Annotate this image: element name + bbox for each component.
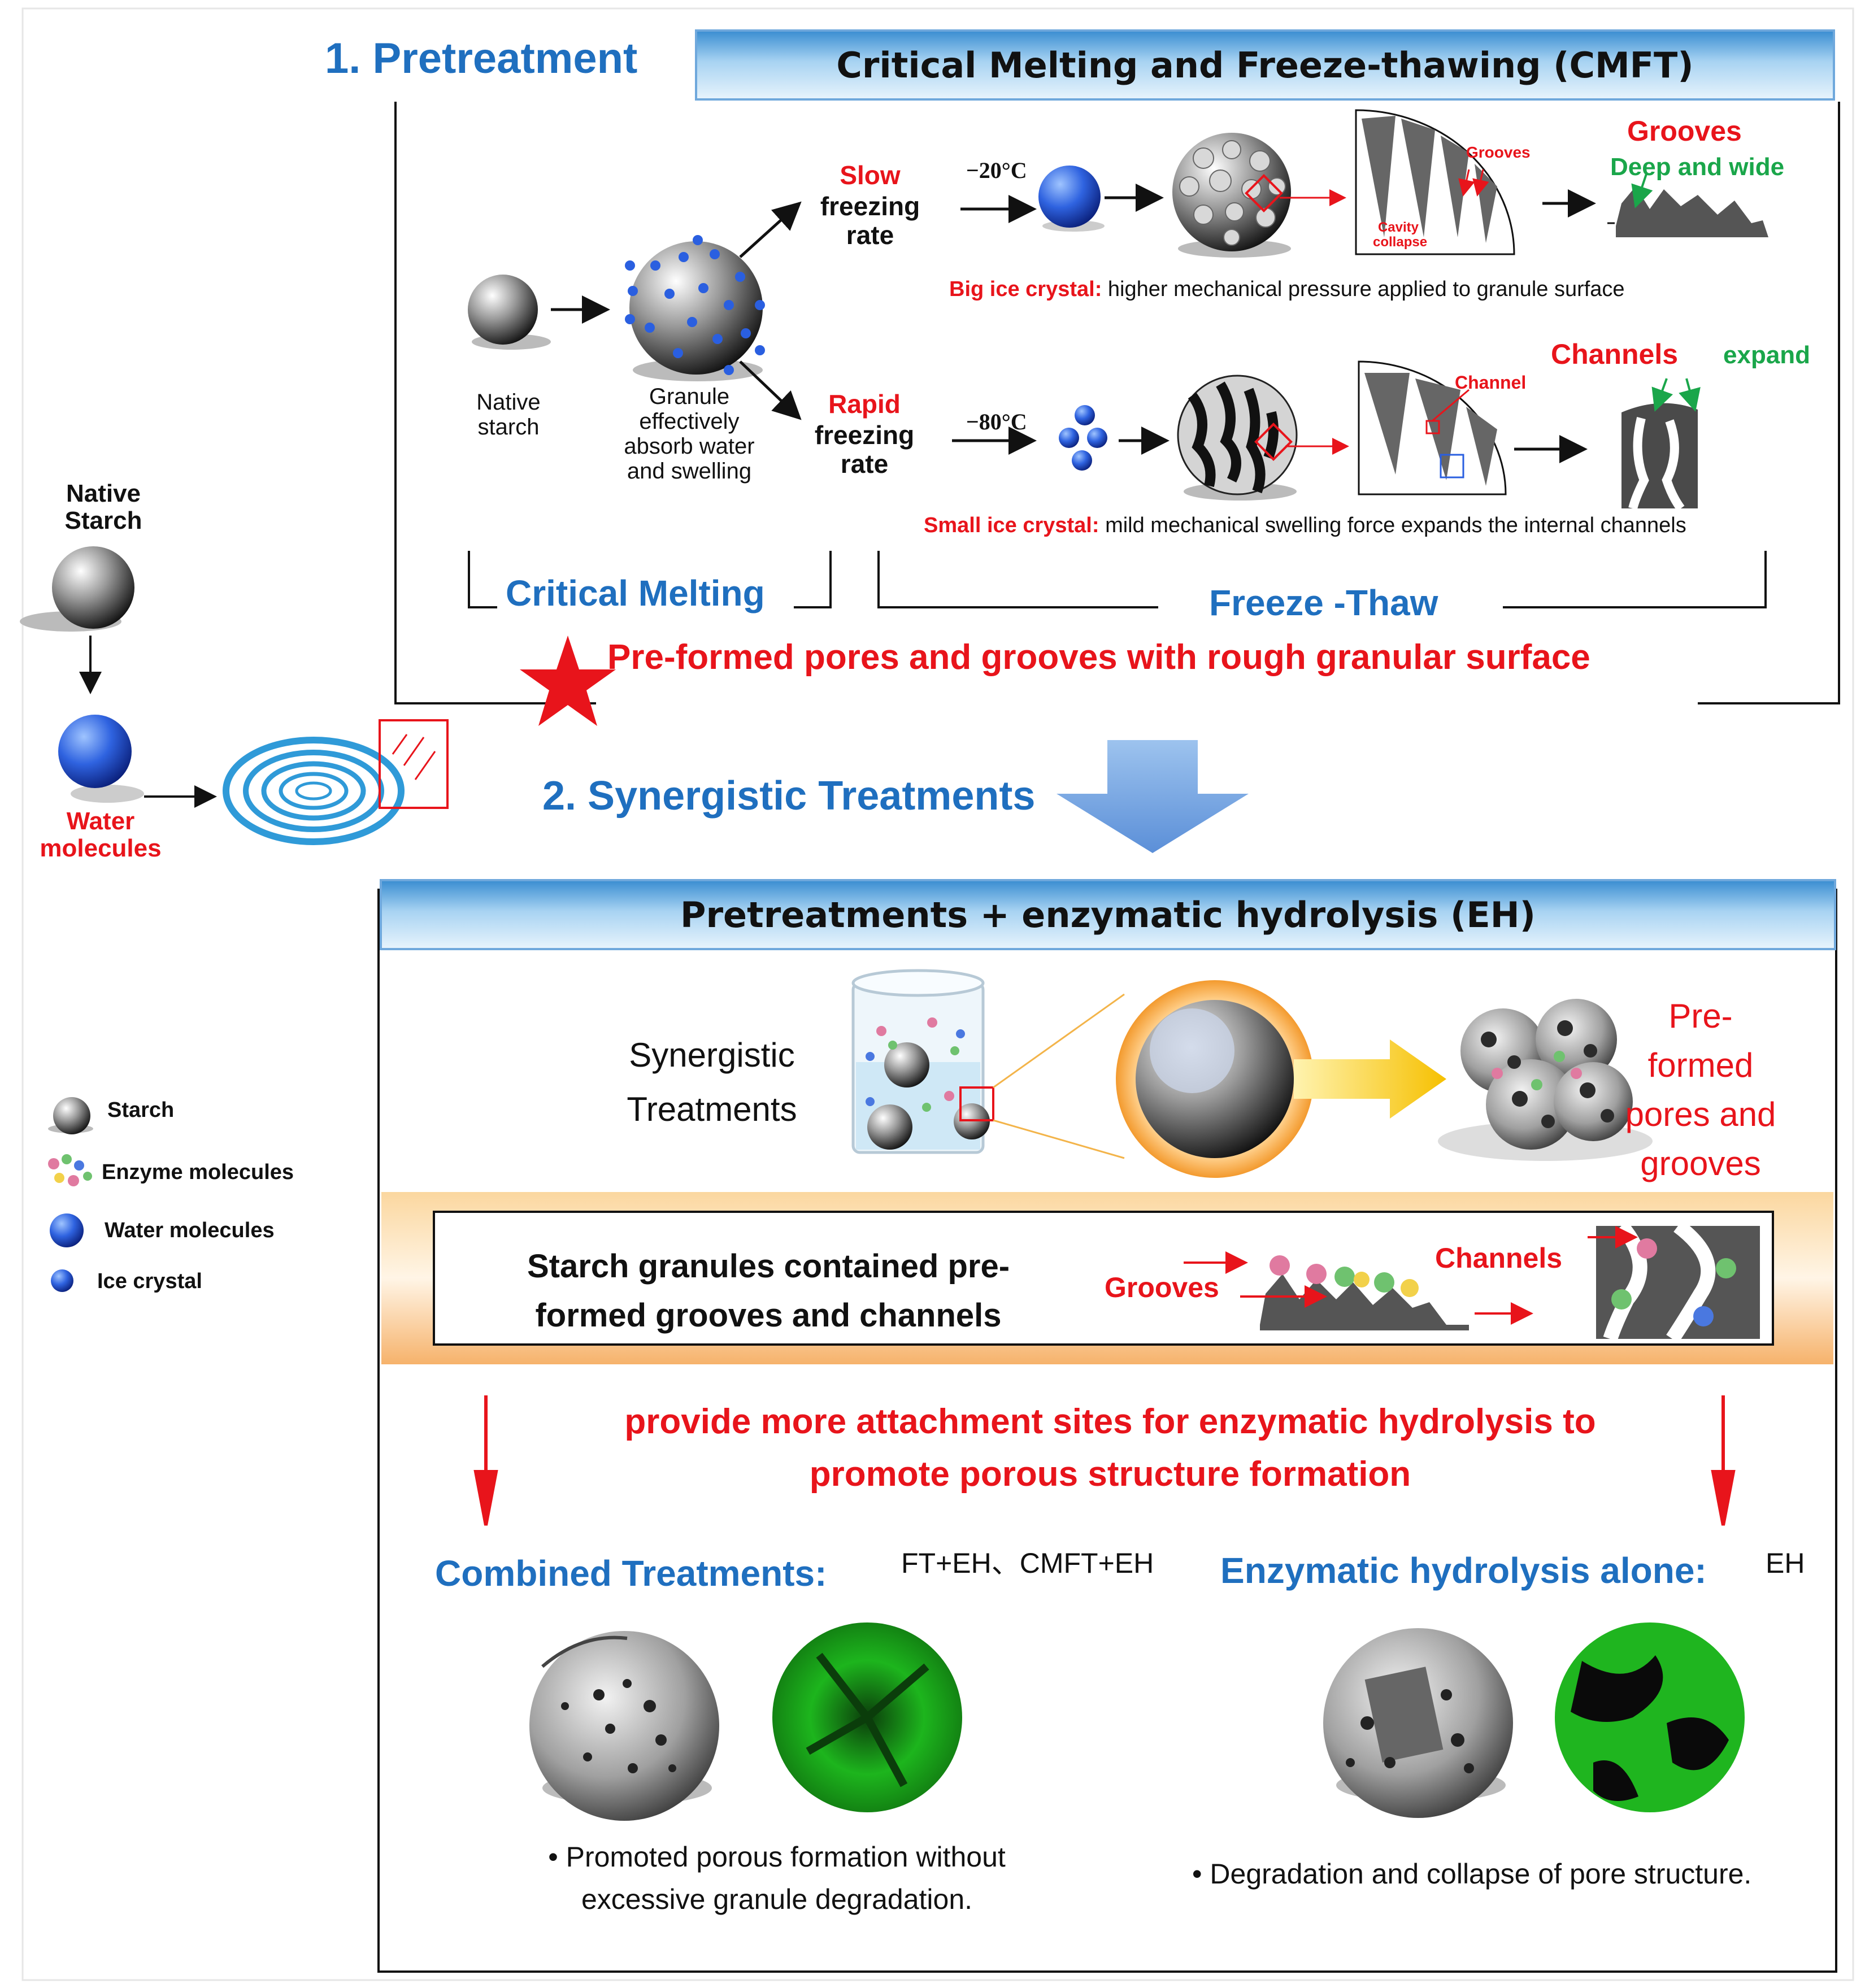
small-ice-caption: Small ice crystal: mild mechanical swell… [924, 514, 1686, 538]
eh-alone-note-text: Degradation and collapse of pore structu… [1210, 1858, 1752, 1890]
legend-water-label: Water molecules [105, 1219, 275, 1242]
sem-image-combined [529, 1631, 719, 1821]
preformed-pores-statement: Pre-formed pores and grooves with rough … [607, 638, 1590, 677]
big-ice-text: higher mechanical pressure applied to gr… [1107, 277, 1625, 301]
temp-rapid: −80°C [966, 409, 1027, 434]
combined-note-text: Promoted porous formation without excess… [566, 1841, 1006, 1915]
combined-note: • Promoted porous formation without exce… [548, 1841, 1006, 1915]
critical-melting-label: Critical Melting [506, 573, 765, 614]
ripple-rings [223, 737, 405, 845]
preformed-pores-label: Pre-formed pores and grooves [1625, 997, 1776, 1182]
rapid-freezing-rate: freezing rate [814, 420, 915, 478]
channel-small-label: Channel [1455, 372, 1527, 393]
legend-ice-label: Ice crystal [97, 1269, 202, 1293]
temp-slow: −20°C [966, 158, 1027, 183]
clsm-image-combined [772, 1622, 962, 1812]
legend-enzyme-icon [48, 1154, 92, 1186]
channeled-granule [1177, 375, 1298, 501]
clsm-image-eh [1555, 1622, 1745, 1812]
combined-treatments-title: Combined Treatments: [435, 1553, 827, 1594]
band-channels-label: Channels [1435, 1242, 1563, 1274]
eh-alone-note: • Degradation and collapse of pore struc… [1192, 1858, 1752, 1890]
eh-alone-title: Enzymatic hydrolysis alone: [1220, 1550, 1707, 1591]
synergistic-treatments-label: Synergistic Treatments [627, 1036, 797, 1128]
band-statement: Starch granules contained pre-formed gro… [527, 1248, 1010, 1334]
deep-and-wide: Deep and wide [1610, 153, 1785, 181]
freeze-thaw-label: Freeze -Thaw [1209, 582, 1438, 623]
porous-granule-cluster [1438, 999, 1653, 1161]
swollen-granule [625, 235, 765, 381]
pitted-granule [1172, 133, 1291, 258]
big-ice-caption: Big ice crystal: higher mechanical press… [949, 277, 1625, 302]
legend-starch-icon [48, 1097, 93, 1134]
water-molecules-label: Water molecules [40, 807, 162, 863]
channels-title: Channels [1551, 338, 1679, 370]
sem-image-eh [1323, 1628, 1513, 1818]
band-grooves-label: Grooves [1105, 1272, 1219, 1303]
eh-header: Pretreatments + enzymatic hydrolysis (EH… [380, 879, 1836, 950]
eh-alone-tag: EH [1766, 1547, 1805, 1579]
native-starch-sphere [468, 275, 551, 350]
attachment-sites-statement: provide more attachment sites for enzyma… [624, 1402, 1596, 1494]
section-1-title: 1. Pretreatment [325, 34, 638, 82]
channel-sector [1358, 360, 1507, 495]
native-starch-label: Native Starch [64, 480, 142, 535]
legend-starch-label: Starch [107, 1098, 175, 1122]
expand-label: expand [1723, 341, 1811, 369]
small-ice-text: mild mechanical swelling force expands t… [1105, 514, 1686, 537]
beaker [851, 969, 994, 1154]
combined-treatments-tag: FT+EH、CMFT+EH [901, 1547, 1154, 1579]
grooves-small-label: Grooves [1466, 143, 1531, 161]
slow-freezing-rate: freezing rate [820, 192, 920, 250]
granule-swelling-label: Granule effectively absorb water and swe… [624, 384, 755, 484]
section-2-title: 2. Synergistic Treatments [542, 773, 1036, 819]
cavity-collapse-label: Cavity collapse [1373, 220, 1428, 250]
cmft-header: Critical Melting and Freeze-thawing (CMF… [695, 29, 1835, 101]
groove-sector [1355, 109, 1515, 255]
star-icon [520, 636, 616, 726]
legend-enzyme-label: Enzyme molecules [102, 1160, 294, 1184]
legend-ice-icon [51, 1269, 73, 1292]
grooves-title: Grooves [1627, 115, 1742, 147]
down-arrow [1057, 740, 1249, 853]
slow-label: Slow [840, 160, 901, 190]
small-ice-label: Small ice crystal: [924, 514, 1099, 537]
big-ice-label: Big ice crystal: [949, 277, 1102, 301]
legend-water-icon [50, 1213, 84, 1247]
native-starch-flow-label: Native starch [476, 390, 541, 440]
rapid-label: Rapid [828, 389, 901, 419]
